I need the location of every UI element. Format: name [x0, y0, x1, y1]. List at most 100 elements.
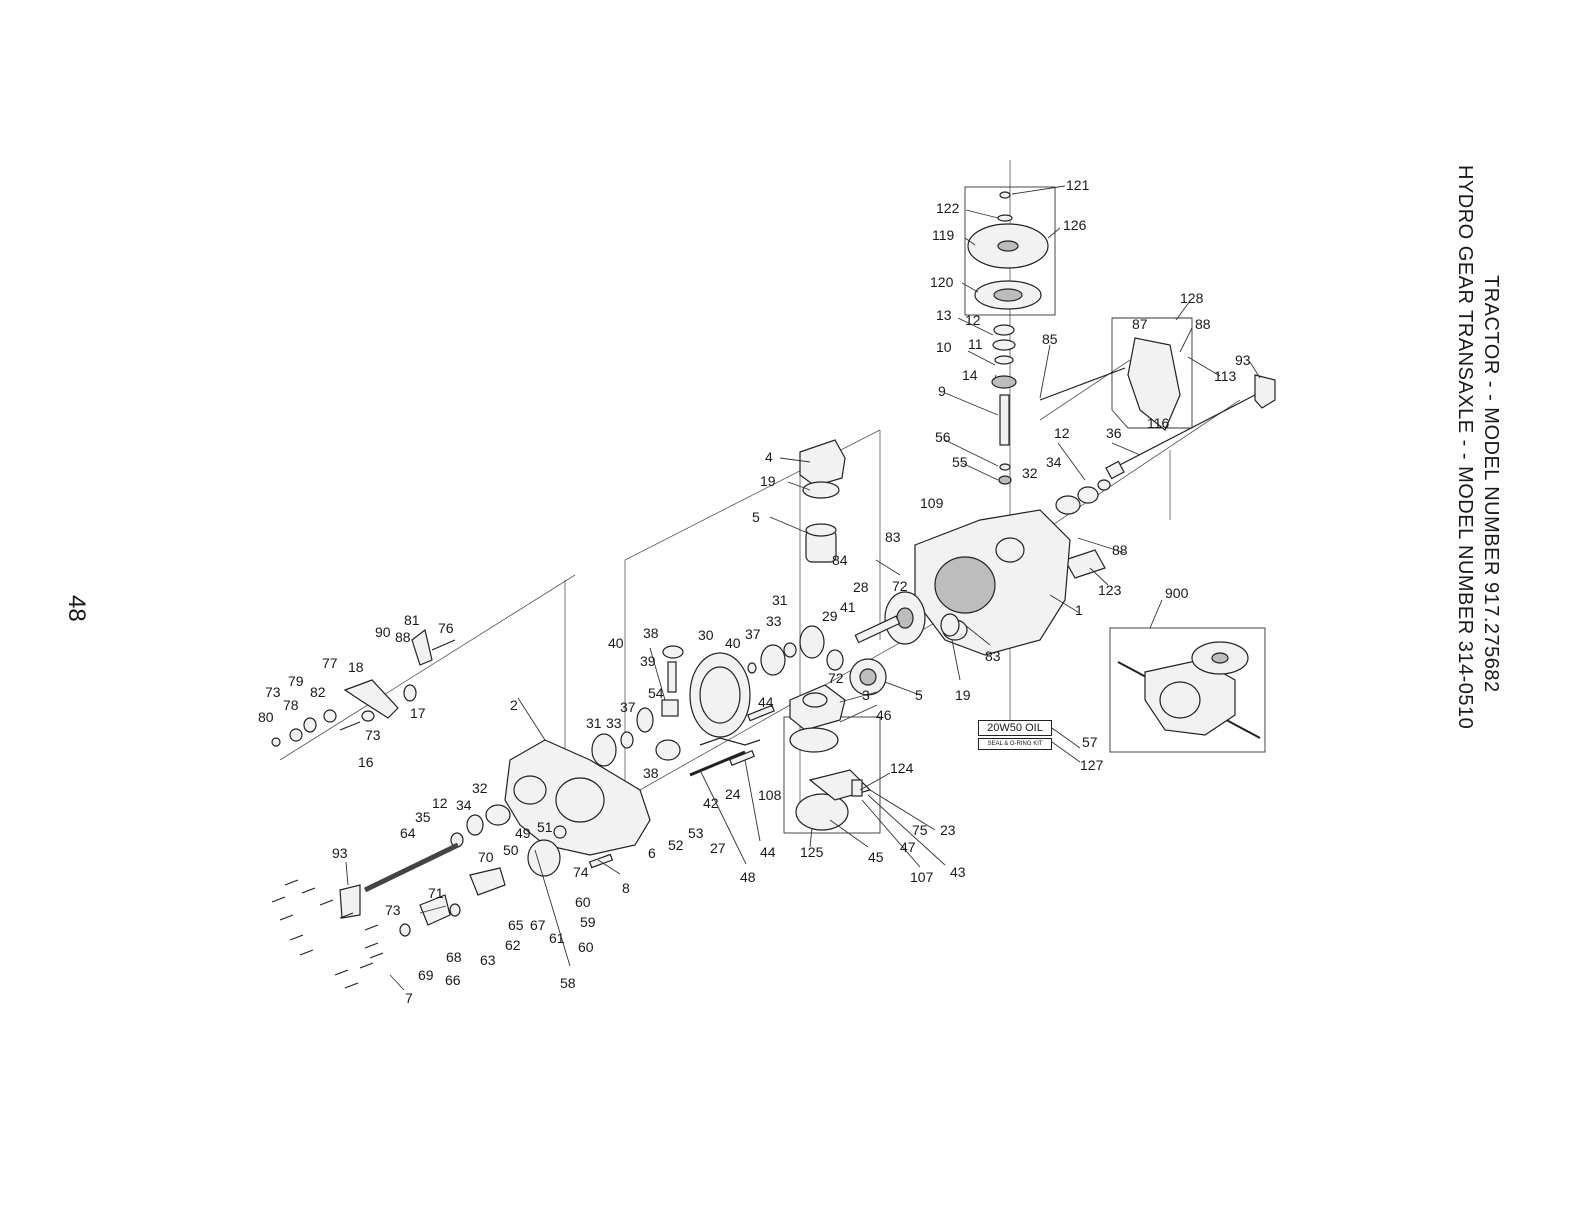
complete-assembly-frame [1109, 627, 1266, 753]
callout-69: 69 [418, 967, 434, 983]
motor-housing [799, 439, 846, 563]
callout-82: 82 [310, 684, 326, 700]
callout-73c: 73 [365, 727, 381, 743]
callout-83: 83 [885, 529, 901, 545]
callout-124: 124 [890, 760, 914, 776]
callout-79: 79 [288, 673, 304, 689]
main-housing-left [450, 739, 651, 856]
cover-and-bracket [1039, 337, 1276, 579]
callout-19b: 19 [760, 473, 776, 489]
callout-37b: 37 [620, 699, 636, 715]
callout-93: 93 [1235, 352, 1251, 368]
callout-40b: 40 [608, 635, 624, 651]
callout-128: 128 [1180, 290, 1204, 306]
callout-64: 64 [400, 825, 416, 841]
title-line-1: TRACTOR - - MODEL NUMBER 917.275682 [1480, 275, 1502, 693]
callout-120: 120 [930, 274, 954, 290]
callout-27: 27 [710, 840, 726, 856]
callout-23: 23 [940, 822, 956, 838]
axle-and-brake [339, 704, 775, 937]
callout-121: 121 [1066, 177, 1090, 193]
callout-4: 4 [765, 449, 773, 465]
callout-60b: 60 [578, 939, 594, 955]
callout-80: 80 [258, 709, 274, 725]
callout-8: 8 [622, 880, 630, 896]
page-number: 48 [63, 595, 90, 622]
seal-kit-label: SEAL & O-RING KIT [978, 738, 1052, 750]
fan-assembly [967, 191, 1049, 485]
callout-108: 108 [758, 787, 782, 803]
callout-84: 84 [832, 552, 848, 568]
callout-68: 68 [446, 949, 462, 965]
callout-36: 36 [1106, 425, 1122, 441]
callout-126: 126 [1063, 217, 1087, 233]
main-housing-right [914, 509, 1071, 656]
callout-30: 30 [698, 627, 714, 643]
callout-53: 53 [688, 825, 704, 841]
callout-42: 42 [703, 795, 719, 811]
callout-70: 70 [478, 849, 494, 865]
callout-73b: 73 [265, 684, 281, 700]
callout-7: 7 [405, 990, 413, 1006]
callout-40: 40 [725, 635, 741, 651]
callout-6: 6 [648, 845, 656, 861]
callout-51: 51 [537, 819, 553, 835]
callout-44b: 44 [760, 844, 776, 860]
cover-kit-frame [1111, 317, 1193, 429]
callout-59: 59 [580, 914, 596, 930]
callout-49: 49 [515, 825, 531, 841]
callout-16: 16 [358, 754, 374, 770]
callout-14: 14 [962, 367, 978, 383]
gear-train [591, 591, 960, 767]
callout-10: 10 [936, 339, 952, 355]
callout-119: 119 [932, 227, 955, 243]
callout-5: 5 [915, 687, 923, 703]
center-section [789, 684, 872, 831]
callout-43: 43 [950, 864, 966, 880]
callout-61: 61 [549, 930, 565, 946]
callout-81: 81 [404, 612, 420, 628]
callout-107: 107 [910, 869, 934, 885]
title-line-2: HYDRO GEAR TRANSAXLE - - MODEL NUMBER 31… [1454, 165, 1476, 730]
callout-72: 72 [892, 578, 908, 594]
callout-13: 13 [936, 307, 952, 323]
callout-32b: 32 [472, 780, 488, 796]
callout-3: 3 [862, 687, 870, 703]
mounting-bolts [271, 879, 384, 989]
callout-37: 37 [745, 626, 761, 642]
callout-12: 12 [965, 312, 981, 328]
callout-46: 46 [876, 707, 892, 723]
callout-52: 52 [668, 837, 684, 853]
callout-28: 28 [853, 579, 869, 595]
callout-35: 35 [415, 809, 431, 825]
callout-1: 1 [1075, 602, 1083, 618]
callout-65: 65 [508, 917, 524, 933]
callout-34b: 34 [456, 797, 472, 813]
callout-88c: 88 [395, 629, 411, 645]
callout-47: 47 [900, 839, 916, 855]
fan-kit-frame [964, 186, 1056, 316]
callout-39: 39 [640, 653, 656, 669]
callout-44: 44 [758, 694, 774, 710]
callout-77: 77 [322, 655, 338, 671]
callout-88: 88 [1195, 316, 1211, 332]
callout-113: 113 [1214, 368, 1237, 384]
callout-34: 34 [1046, 454, 1062, 470]
callout-56: 56 [935, 429, 951, 445]
callout-55: 55 [952, 454, 968, 470]
callout-24: 24 [725, 786, 741, 802]
callout-66: 66 [445, 972, 461, 988]
callout-57: 57 [1082, 734, 1098, 750]
callout-87: 87 [1132, 316, 1148, 332]
callout-12c: 12 [432, 795, 448, 811]
callout-63: 63 [480, 952, 496, 968]
callout-109: 109 [920, 495, 944, 511]
callout-76: 76 [438, 620, 454, 636]
callout-12b: 12 [1054, 425, 1070, 441]
callout-33: 33 [766, 613, 782, 629]
callout-2: 2 [510, 697, 518, 713]
complete-assembly-thumbnail [1117, 641, 1261, 739]
callout-18: 18 [348, 659, 364, 675]
callout-41: 41 [840, 599, 856, 615]
